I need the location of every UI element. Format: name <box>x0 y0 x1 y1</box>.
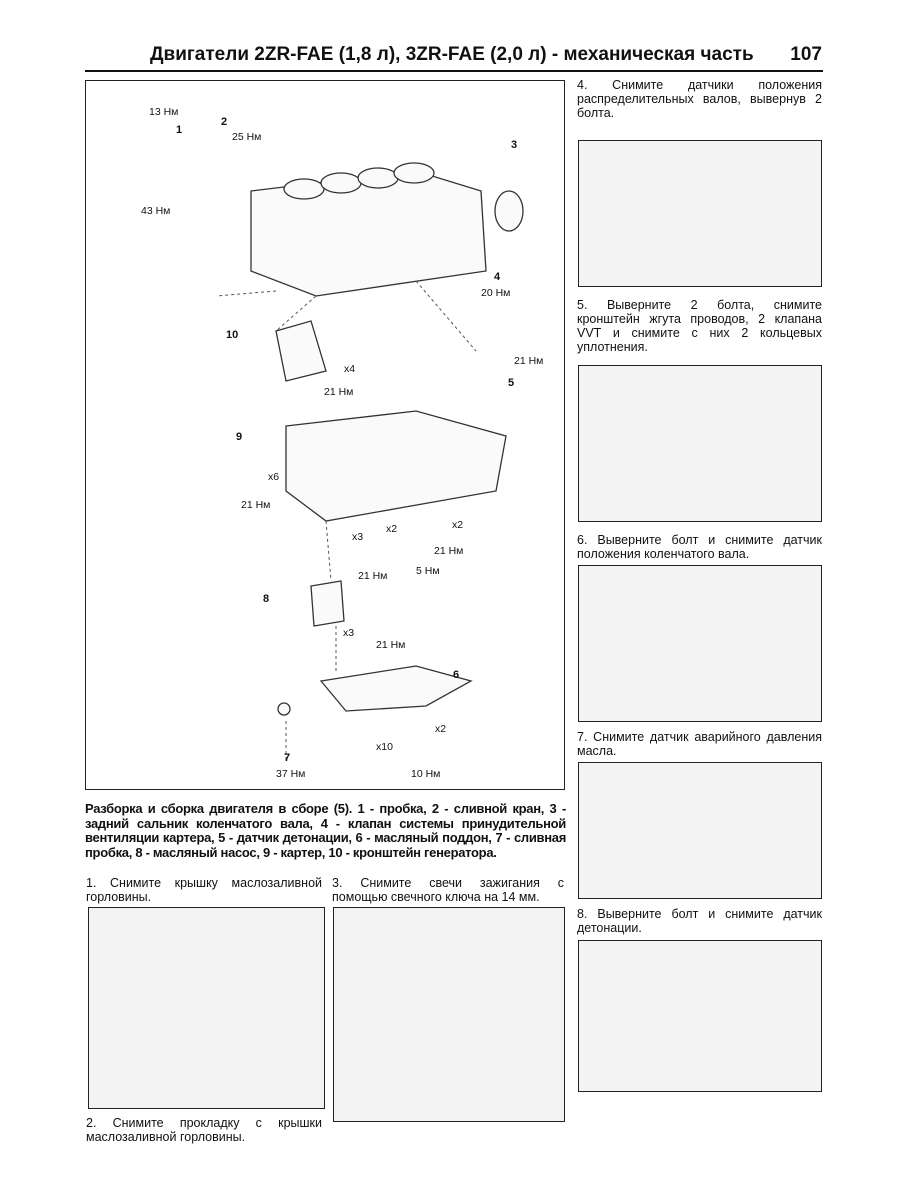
step-8-text: 8. Выверните болт и снимите датчик детон… <box>577 907 822 935</box>
torque-label: 21 Нм <box>241 499 271 511</box>
torque-label: 10 Нм <box>411 768 441 780</box>
step-8-illustration <box>578 940 822 1092</box>
torque-label: 21 Нм <box>514 355 544 367</box>
quantity-label: x10 <box>376 741 393 753</box>
torque-label: 43 Нм <box>141 205 171 217</box>
step-5-illustration <box>578 365 822 522</box>
step-7-text: 7. Снимите датчик аварийного давления ма… <box>577 730 822 758</box>
torque-label: 20 Нм <box>481 287 511 299</box>
page-number: 107 <box>790 44 822 65</box>
step-7-illustration <box>578 762 822 899</box>
quantity-label: x3 <box>352 531 364 543</box>
part-number-label: 10 <box>226 329 239 341</box>
engine-parts-drawing <box>215 162 524 761</box>
step-3-illustration <box>333 907 565 1122</box>
step-1-illustration <box>88 907 325 1109</box>
part-number-label: 9 <box>236 431 243 443</box>
torque-label: 21 Нм <box>358 570 388 582</box>
part-number-label: 1 <box>176 124 183 136</box>
quantity-label: x2 <box>435 723 447 735</box>
quantity-label: x6 <box>268 471 280 483</box>
quantity-label: x2 <box>386 523 398 535</box>
part-number-label: 4 <box>494 271 501 283</box>
step-2-text: 2. Снимите прокладку с крышки маслозалив… <box>86 1116 322 1144</box>
part-number-label: 8 <box>263 593 270 605</box>
torque-label: 13 Нм <box>149 106 179 118</box>
torque-label: 21 Нм <box>324 386 354 398</box>
part-number-label: 6 <box>453 669 460 681</box>
step-4-text: 4. Снимите датчики положения распределит… <box>577 78 822 120</box>
quantity-label: x3 <box>343 627 355 639</box>
step-1-text: 1. Снимите крышку маслозаливной горловин… <box>86 876 322 904</box>
step-3-text: 3. Снимите свечи зажигания с помощью све… <box>332 876 564 904</box>
part-number-label: 7 <box>284 752 291 764</box>
part-number-label: 3 <box>511 139 518 151</box>
torque-label: 25 Нм <box>232 131 262 143</box>
page-header: Двигатели 2ZR-FAE (1,8 л), 3ZR-FAE (2,0 … <box>150 44 822 66</box>
engine-exploded-diagram: 13 Нм 1 2 25 Нм 43 Нм 3 4 20 Нм 10 x4 21… <box>85 80 565 790</box>
torque-label: 21 Нм <box>376 639 406 651</box>
header-title: Двигатели 2ZR-FAE (1,8 л), 3ZR-FAE (2,0 … <box>150 44 754 65</box>
step-4-illustration <box>578 140 822 287</box>
torque-label: 21 Нм <box>434 545 464 557</box>
part-number-label: 2 <box>221 116 228 128</box>
step-6-text: 6. Выверните болт и снимите датчик полож… <box>577 533 822 561</box>
quantity-label: x2 <box>452 519 464 531</box>
figure-caption: Разборка и сборка двигателя в сборе (5).… <box>85 801 566 860</box>
step-6-illustration <box>578 565 822 722</box>
part-number-label: 5 <box>508 377 515 389</box>
step-5-text: 5. Выверните 2 болта, снимите кронштейн … <box>577 298 822 354</box>
torque-label: 37 Нм <box>276 768 306 780</box>
quantity-label: x4 <box>344 363 356 375</box>
torque-label: 5 Нм <box>416 565 440 577</box>
header-rule <box>85 70 823 72</box>
